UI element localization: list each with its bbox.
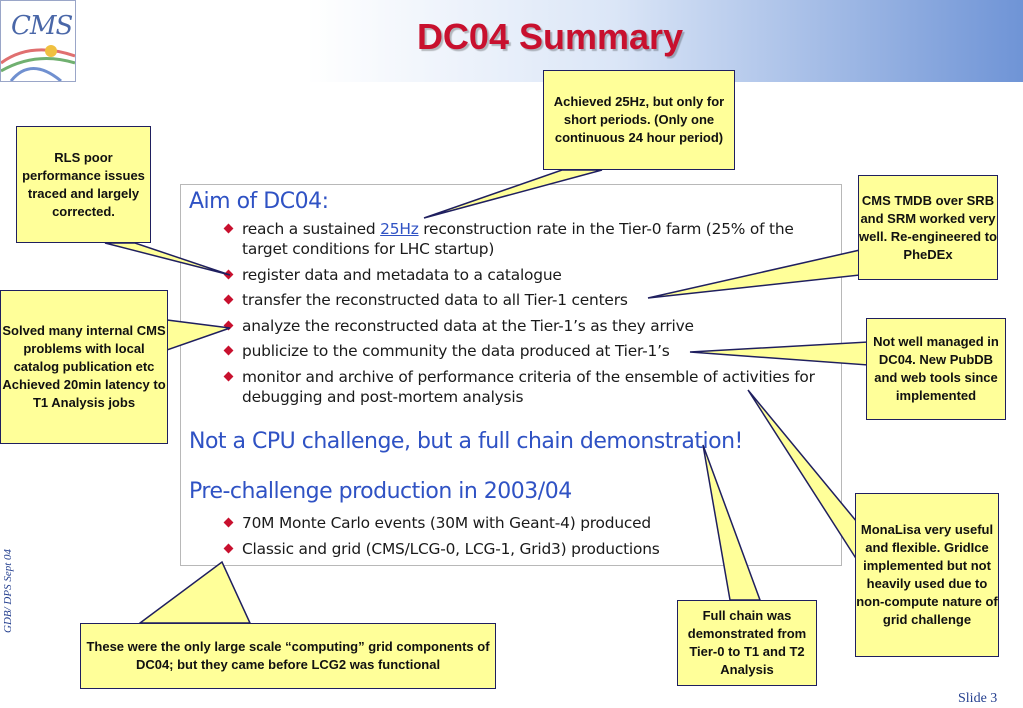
aim-bullet-list: reach a sustained 25Hz reconstruction ra… xyxy=(223,219,841,412)
callout-full-chain: Full chain was demonstrated from Tier-0 … xyxy=(677,600,817,686)
aim-bullet-rate: reach a sustained 25Hz reconstruction ra… xyxy=(223,219,841,259)
pointer-tmdb xyxy=(647,249,861,299)
pointer-managed xyxy=(689,341,869,366)
pointer-monalisa xyxy=(747,389,858,563)
callout-25hz: Achieved 25Hz, but only for short period… xyxy=(543,70,735,170)
callout-internal-problems: Solved many internal CMS problems with l… xyxy=(0,290,168,444)
aim-heading: Aim of DC04: xyxy=(189,189,329,214)
callout-monalisa: MonaLisa very useful and flexible. GridI… xyxy=(855,493,999,657)
pre-bullet-productions: Classic and grid (CMS/LCG-0, LCG-1, Grid… xyxy=(223,539,833,559)
callout-tmdb: CMS TMDB over SRB and SRM worked very we… xyxy=(858,175,998,280)
pointer-hz xyxy=(423,169,603,219)
pre-bullet-events: 70M Monte Carlo events (30M with Geant-4… xyxy=(223,513,833,533)
aim-bullet-register: register data and metadata to a catalogu… xyxy=(223,265,841,285)
pre-challenge-bullet-list: 70M Monte Carlo events (30M with Geant-4… xyxy=(223,513,833,564)
aim-bullet-transfer: transfer the reconstructed data to all T… xyxy=(223,290,841,310)
pointer-internal xyxy=(166,319,231,352)
pointer-rls xyxy=(104,242,231,276)
side-label: GDB/ DPS Sept 04 xyxy=(2,548,14,633)
content-panel: Aim of DC04: reach a sustained 25Hz reco… xyxy=(180,184,842,566)
pointer-grid xyxy=(137,560,252,624)
rate-highlight: 25Hz xyxy=(380,220,419,238)
callout-rls: RLS poor performance issues traced and l… xyxy=(16,126,151,243)
callout-grid-components: These were the only large scale “computi… xyxy=(80,623,496,689)
logo-text: CMS xyxy=(11,11,73,41)
cpu-heading: Not a CPU challenge, but a full chain de… xyxy=(189,429,743,454)
aim-bullet-publicize: publicize to the community the data prod… xyxy=(223,341,841,361)
slide-number: Slide 3 xyxy=(958,691,998,706)
cms-logo-graphic xyxy=(1,45,75,81)
page-title: DC04 Summary xyxy=(416,16,684,57)
pointer-chain xyxy=(702,444,762,601)
callout-not-well-managed: Not well managed in DC04. New PubDB and … xyxy=(866,318,1006,420)
aim-bullet-monitor: monitor and archive of performance crite… xyxy=(223,367,841,407)
aim-bullet-analyze: analyze the reconstructed data at the Ti… xyxy=(223,316,841,336)
header-band xyxy=(0,0,1023,82)
cms-logo: CMS xyxy=(0,0,76,82)
pre-challenge-heading: Pre-challenge production in 2003/04 xyxy=(189,479,572,504)
